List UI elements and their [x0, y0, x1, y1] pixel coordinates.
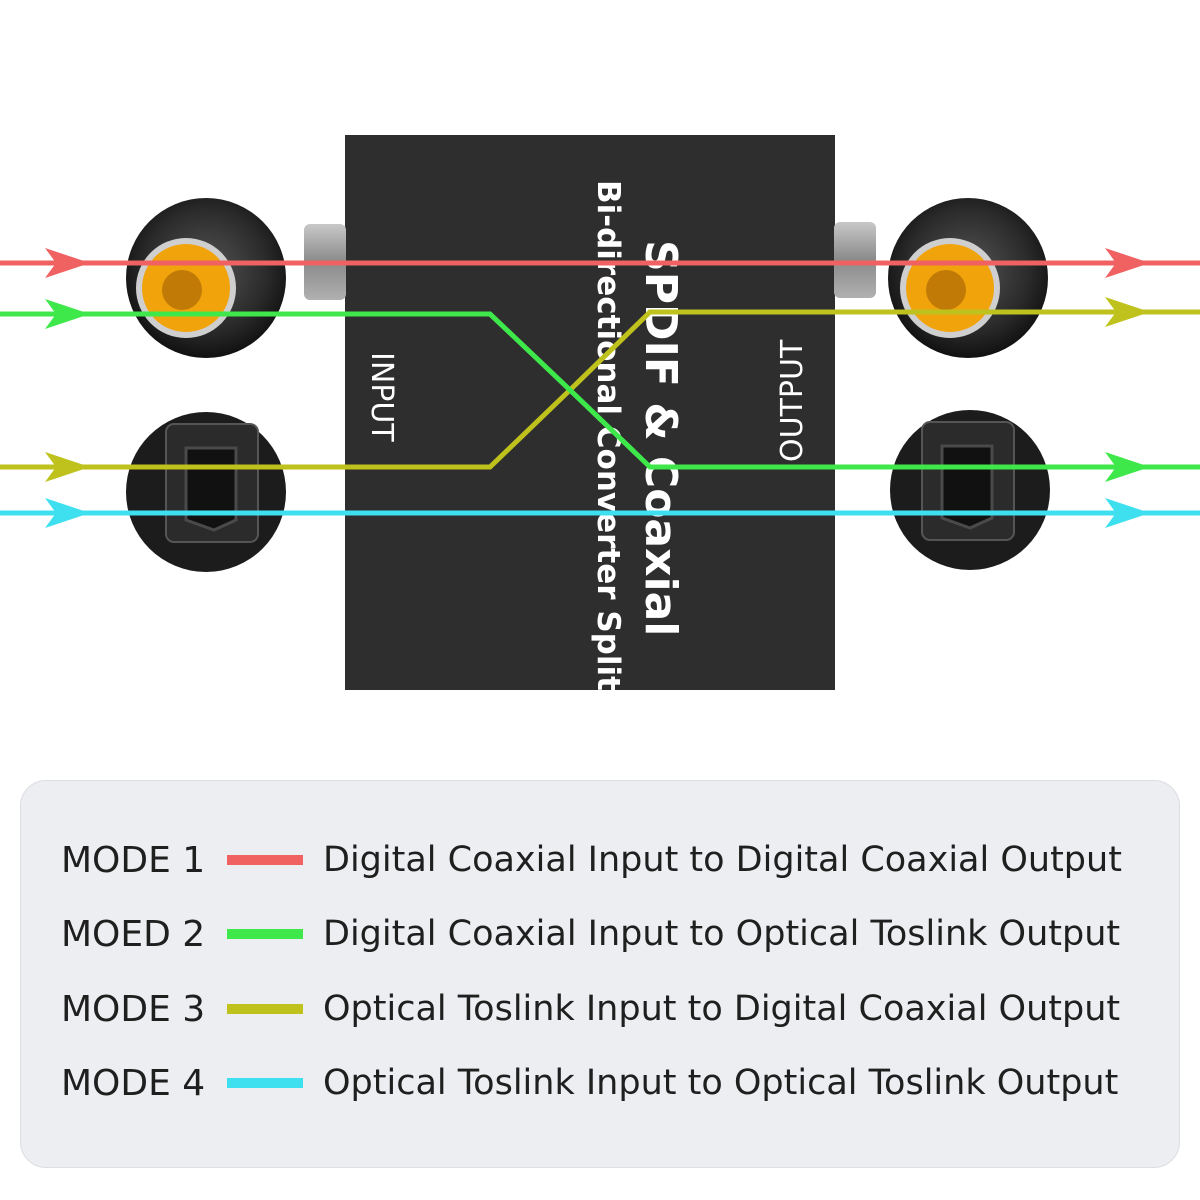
legend-mode-label: MOED 2	[61, 913, 206, 955]
legend-description: Optical Toslink Input to Digital Coaxial…	[323, 989, 1121, 1029]
mode4-signal-path	[0, 498, 1200, 528]
legend-row-mode-2: MOED 2 Digital Coaxial Input to Optical …	[61, 909, 1120, 959]
left-optical-toslink-jack-icon	[126, 412, 286, 572]
output-label: OUTPUT	[775, 339, 810, 462]
legend-description: Digital Coaxial Input to Digital Coaxial…	[323, 840, 1122, 880]
converter-diagram: SPDIF & Coaxial Bi-directional Converter…	[0, 135, 1200, 743]
legend-mode-label: MODE 4	[61, 1062, 206, 1104]
legend-row-mode-4: MODE 4 Optical Toslink Input to Optical …	[61, 1058, 1118, 1108]
mode2-signal-path	[0, 299, 1200, 482]
legend-row-mode-3: MODE 3 Optical Toslink Input to Digital …	[61, 984, 1120, 1034]
legend-color-swatch	[227, 1078, 303, 1088]
mode-legend-panel: MODE 1 Digital Coaxial Input to Digital …	[20, 780, 1180, 1168]
legend-description: Digital Coaxial Input to Optical Toslink…	[323, 914, 1121, 954]
legend-description: Optical Toslink Input to Optical Toslink…	[323, 1063, 1119, 1103]
legend-mode-label: MODE 3	[61, 988, 206, 1030]
right-coaxial-jack-icon	[888, 198, 1048, 358]
left-coaxial-jack-icon	[126, 198, 286, 358]
right-coax-sleeve	[834, 222, 876, 298]
legend-color-swatch	[227, 855, 303, 865]
legend-color-swatch	[227, 929, 303, 939]
device-title: SPDIF & Coaxial	[635, 240, 686, 636]
legend-color-swatch	[227, 1004, 303, 1014]
legend-row-mode-1: MODE 1 Digital Coaxial Input to Digital …	[61, 835, 1122, 885]
mode1-signal-path	[0, 248, 1200, 278]
legend-mode-label: MODE 1	[61, 839, 206, 881]
device-subtitle: Bi-directional Converter Splitter	[590, 180, 626, 743]
right-optical-toslink-jack-icon	[890, 410, 1050, 570]
input-label: INPUT	[364, 352, 399, 442]
